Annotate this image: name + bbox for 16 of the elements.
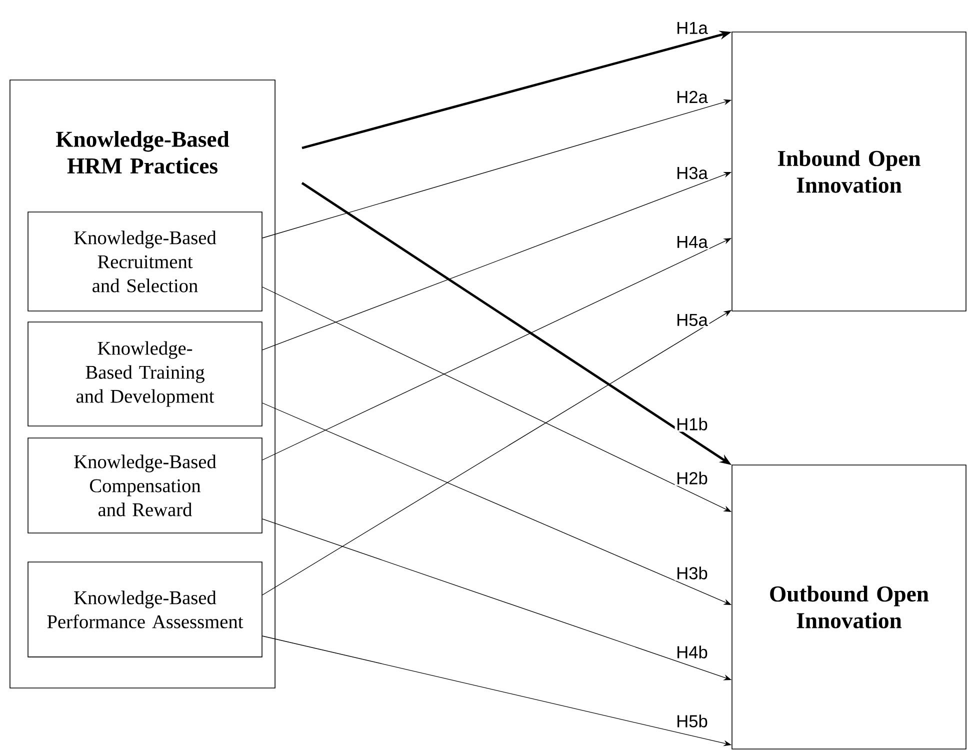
edge-label: H3a [674,166,710,180]
edge-label: H4a [674,234,710,250]
practice-box: Knowledge-Based Compensation and Reward [28,438,262,534]
edge-label: H1b [674,416,710,432]
edge-label: H2b [674,470,710,486]
outcome-box: Outbound Open Innovation [732,464,966,750]
practice-box: Knowledge-Based Training and Development [28,322,262,426]
edge-label: H1a [674,20,710,36]
outcome-box: Inbound Open Innovation [732,32,966,312]
edge-label: H4b [674,644,710,660]
edge-label: H5a [674,312,710,328]
edge-label: H2a [674,90,710,104]
edge-label: H5b [674,713,710,729]
practice-box: Knowledge-Based Performance Assessment [28,562,262,658]
practice-box: Knowledge-Based Recruitment and Selection [28,212,262,312]
edge-label: H3b [674,565,710,581]
